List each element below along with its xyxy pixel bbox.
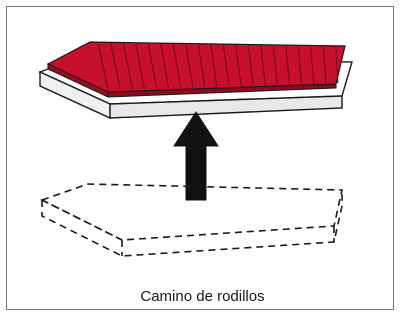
roller: [272, 45, 278, 85]
roller: [285, 46, 291, 85]
roller: [110, 43, 121, 90]
roller: [260, 45, 266, 86]
roller: [222, 45, 230, 87]
roller: [122, 43, 133, 90]
lift-up-arrow: [173, 111, 219, 201]
roller: [172, 44, 182, 88]
roller: [247, 45, 254, 86]
rollers: [97, 42, 339, 90]
base-plate-side: [109, 95, 343, 119]
roller: [147, 43, 158, 89]
roller: [210, 44, 218, 87]
roller: [197, 44, 206, 88]
roller: [97, 42, 109, 90]
roller-bed-side: [107, 83, 337, 98]
roller: [335, 46, 339, 84]
roller: [160, 43, 170, 89]
roller: [185, 44, 194, 88]
roller: [322, 46, 327, 84]
roller: [310, 46, 315, 84]
diagram-caption: Camino de rodillos: [140, 288, 265, 305]
roller: [297, 46, 303, 85]
roller-conveyor-module: [38, 41, 353, 120]
roller: [235, 45, 242, 87]
roller: [135, 43, 145, 89]
empty-position-outline: [39, 183, 343, 257]
